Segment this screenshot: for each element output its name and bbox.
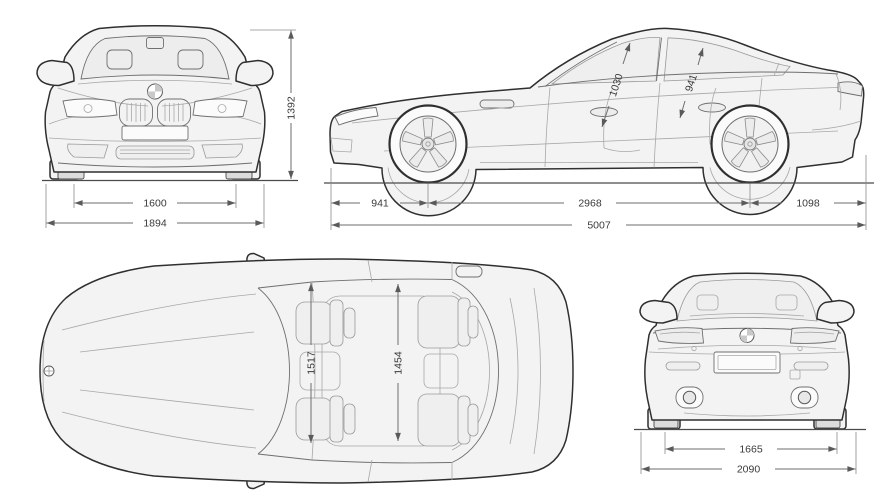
side-view-dimensions: 941 2968 1098 5007 1030 941 bbox=[330, 42, 867, 232]
headlight-right bbox=[192, 98, 248, 118]
top-view bbox=[39, 252, 574, 490]
exhaust-left bbox=[675, 386, 704, 409]
dim-rear-headroom: 941 bbox=[683, 73, 700, 94]
dim-overall-width: 1894 bbox=[143, 218, 167, 230]
door-handle-rear bbox=[698, 102, 726, 113]
rear-view-dimensions: 1665 2090 bbox=[640, 432, 857, 476]
rear-seats bbox=[417, 295, 479, 447]
dim-wheelbase: 2968 bbox=[578, 198, 602, 210]
tow-eye-cover bbox=[789, 369, 801, 380]
taillight-right bbox=[790, 327, 840, 344]
dim-rear-interior-width: 1454 bbox=[393, 351, 405, 375]
dim-width-incl-mirrors: 2090 bbox=[737, 464, 761, 476]
side-intake-left bbox=[67, 143, 109, 159]
front-view-dimensions: 1600 1894 1392 bbox=[45, 29, 298, 230]
rear-license-plate bbox=[713, 351, 781, 374]
headrest-right bbox=[177, 49, 204, 70]
windshield bbox=[80, 35, 230, 80]
dim-overall-height: 1392 bbox=[286, 96, 298, 120]
top-view-dimensions: 1517 1454 bbox=[306, 283, 405, 443]
headrest-left bbox=[106, 49, 133, 70]
fuel-door bbox=[455, 265, 483, 278]
brand-roundel-icon bbox=[147, 83, 163, 100]
roof-panel bbox=[321, 295, 441, 447]
rear-window-top bbox=[451, 279, 499, 463]
side-mirror-left bbox=[36, 59, 75, 87]
tail-lamp bbox=[837, 81, 863, 97]
rear-view bbox=[639, 272, 855, 430]
taillight-left bbox=[654, 327, 704, 344]
side-view bbox=[329, 27, 865, 217]
front-seats bbox=[295, 299, 356, 443]
fender-gill bbox=[479, 99, 515, 109]
license-plate bbox=[121, 125, 189, 141]
rear-mirror-left bbox=[639, 299, 678, 324]
dim-rear-track: 1665 bbox=[739, 444, 763, 456]
rear-window bbox=[676, 279, 818, 322]
brand-roundel-icon-rear bbox=[739, 328, 755, 343]
dim-front-track: 1600 bbox=[143, 198, 167, 210]
dim-rear-overhang: 1098 bbox=[796, 198, 820, 210]
dim-front-overhang: 941 bbox=[371, 198, 389, 210]
center-air-intake bbox=[115, 145, 195, 160]
kidney-grille bbox=[119, 98, 191, 127]
windshield-top bbox=[257, 287, 290, 455]
side-intake-right bbox=[201, 143, 243, 159]
exhaust-right bbox=[790, 386, 819, 409]
brand-roundel-icon-top bbox=[43, 365, 55, 377]
rear-headrest-left bbox=[696, 294, 719, 311]
rearview-mirror bbox=[146, 37, 164, 49]
side-mirror-right bbox=[235, 59, 274, 87]
front-wheel bbox=[388, 104, 468, 184]
front-window-glass bbox=[550, 36, 661, 85]
rear-headrest-right bbox=[775, 294, 798, 311]
reflector-left bbox=[665, 361, 701, 371]
rear-mirror-right bbox=[816, 299, 855, 324]
dim-overall-length: 5007 bbox=[587, 220, 611, 232]
side-headlamp bbox=[334, 107, 379, 126]
headlight-left bbox=[62, 98, 118, 118]
door-handle-front bbox=[590, 107, 618, 117]
dim-front-interior-width: 1517 bbox=[306, 351, 318, 375]
rear-wheel bbox=[710, 104, 790, 184]
reflector-right bbox=[793, 361, 829, 371]
front-view bbox=[36, 25, 274, 180]
